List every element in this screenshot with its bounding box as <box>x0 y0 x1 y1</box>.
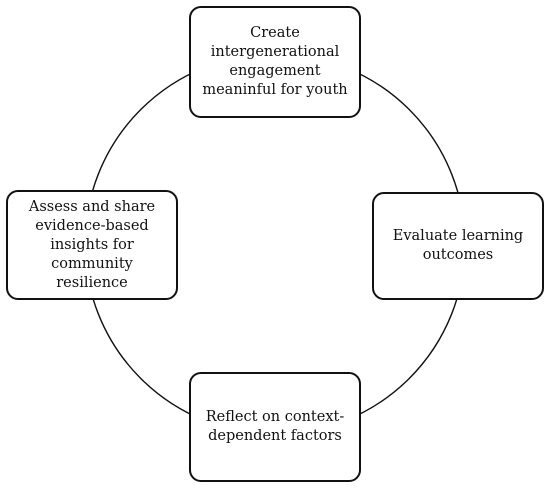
node-reflect-factors: Reflect on context- dependent factors <box>189 372 361 482</box>
node-assess-share-insights: Assess and share evidence-based insights… <box>6 190 178 300</box>
node-evaluate-outcomes: Evaluate learning outcomes <box>372 192 544 300</box>
node-create-engagement: Create intergenerational engagement mean… <box>189 6 361 118</box>
